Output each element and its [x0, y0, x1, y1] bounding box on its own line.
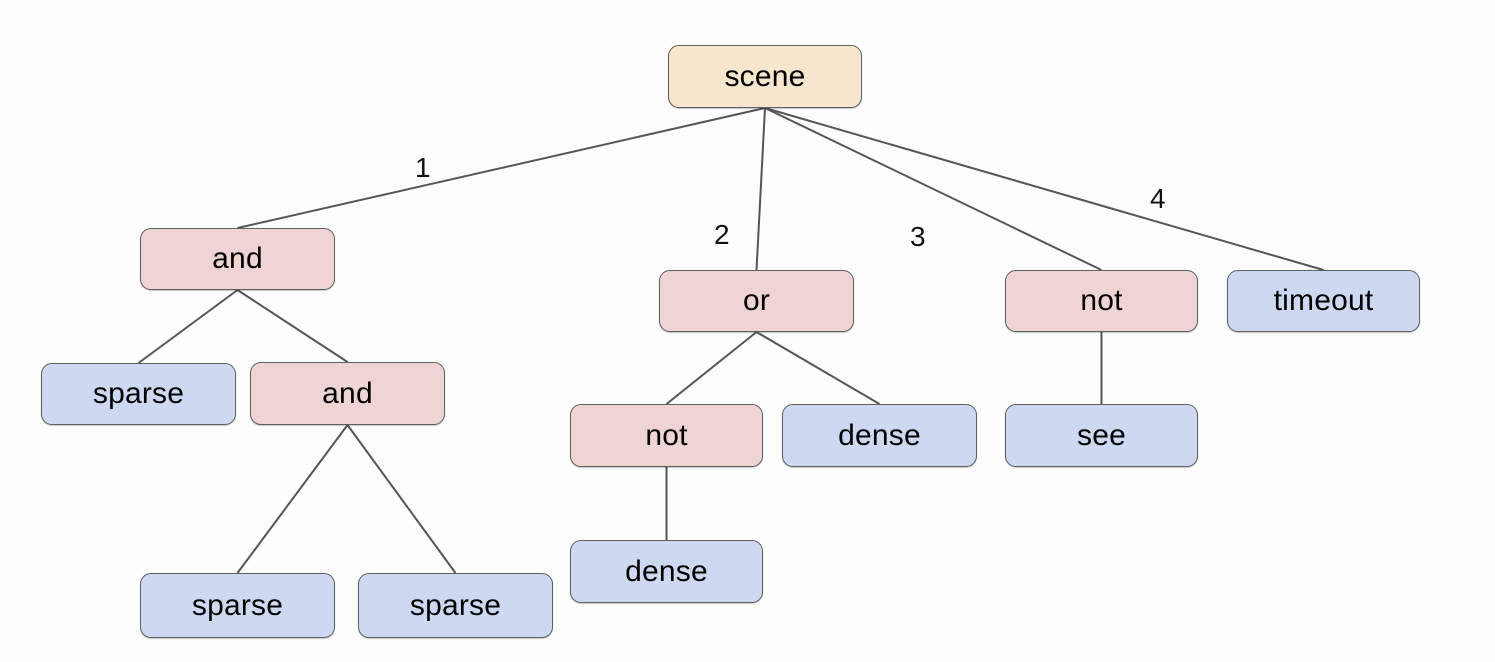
tree-node-label: dense: [838, 418, 921, 452]
tree-node-label: and: [322, 376, 373, 410]
tree-node-label: scene: [724, 59, 806, 93]
edge-label-3: 3: [910, 221, 926, 252]
tree-edge-and1-to-sparse1: [137, 289, 239, 364]
tree-node-label: dense: [625, 554, 708, 588]
edge-label-4: 4: [1150, 183, 1166, 214]
tree-node-scene[interactable]: scene: [668, 45, 862, 108]
tree-node-label: timeout: [1273, 284, 1374, 317]
tree-node-label: see: [1077, 418, 1126, 452]
tree-node-not_m[interactable]: not: [570, 404, 763, 467]
tree-node-label: or: [742, 284, 771, 317]
edge-label-2: 2: [714, 219, 730, 250]
tree-node-dense_b[interactable]: dense: [570, 540, 763, 603]
tree-edge-and2-to-sparse2: [236, 424, 349, 574]
tree-node-label: sparse: [92, 377, 185, 410]
tree-node-see[interactable]: see: [1005, 404, 1198, 467]
tree-edge-and1-to-and2: [236, 289, 349, 363]
tree-edge-or1-to-not_m: [665, 331, 758, 405]
tree-node-dense_m[interactable]: dense: [782, 404, 977, 467]
tree-node-and2[interactable]: and: [250, 362, 445, 425]
tree-node-sparse1[interactable]: sparse: [41, 363, 236, 425]
tree-node-label: and: [212, 242, 263, 275]
tree-node-label: sparse: [409, 588, 502, 622]
tree-node-not_r[interactable]: not: [1005, 270, 1198, 332]
tree-node-label: not: [1080, 284, 1123, 317]
edge-label-1: 1: [415, 152, 431, 183]
tree-node-timeout[interactable]: timeout: [1227, 270, 1420, 332]
tree-edge-and2-to-sparse3: [346, 424, 457, 574]
tree-node-label: not: [645, 418, 688, 452]
tree-node-and1[interactable]: and: [140, 228, 335, 290]
tree-node-label: sparse: [191, 588, 284, 622]
tree-edge-scene-to-and1: [237, 107, 766, 229]
tree-node-sparse3[interactable]: sparse: [358, 573, 553, 638]
tree-edge-scene-to-not_r: [764, 107, 1102, 271]
tree-edge-scene-to-or1: [755, 107, 766, 271]
tree-node-or1[interactable]: or: [659, 270, 854, 332]
tree-edge-scene-to-timeout: [764, 107, 1324, 271]
tree-node-sparse2[interactable]: sparse: [140, 573, 335, 638]
tree-edge-or1-to-dense_m: [755, 331, 881, 405]
